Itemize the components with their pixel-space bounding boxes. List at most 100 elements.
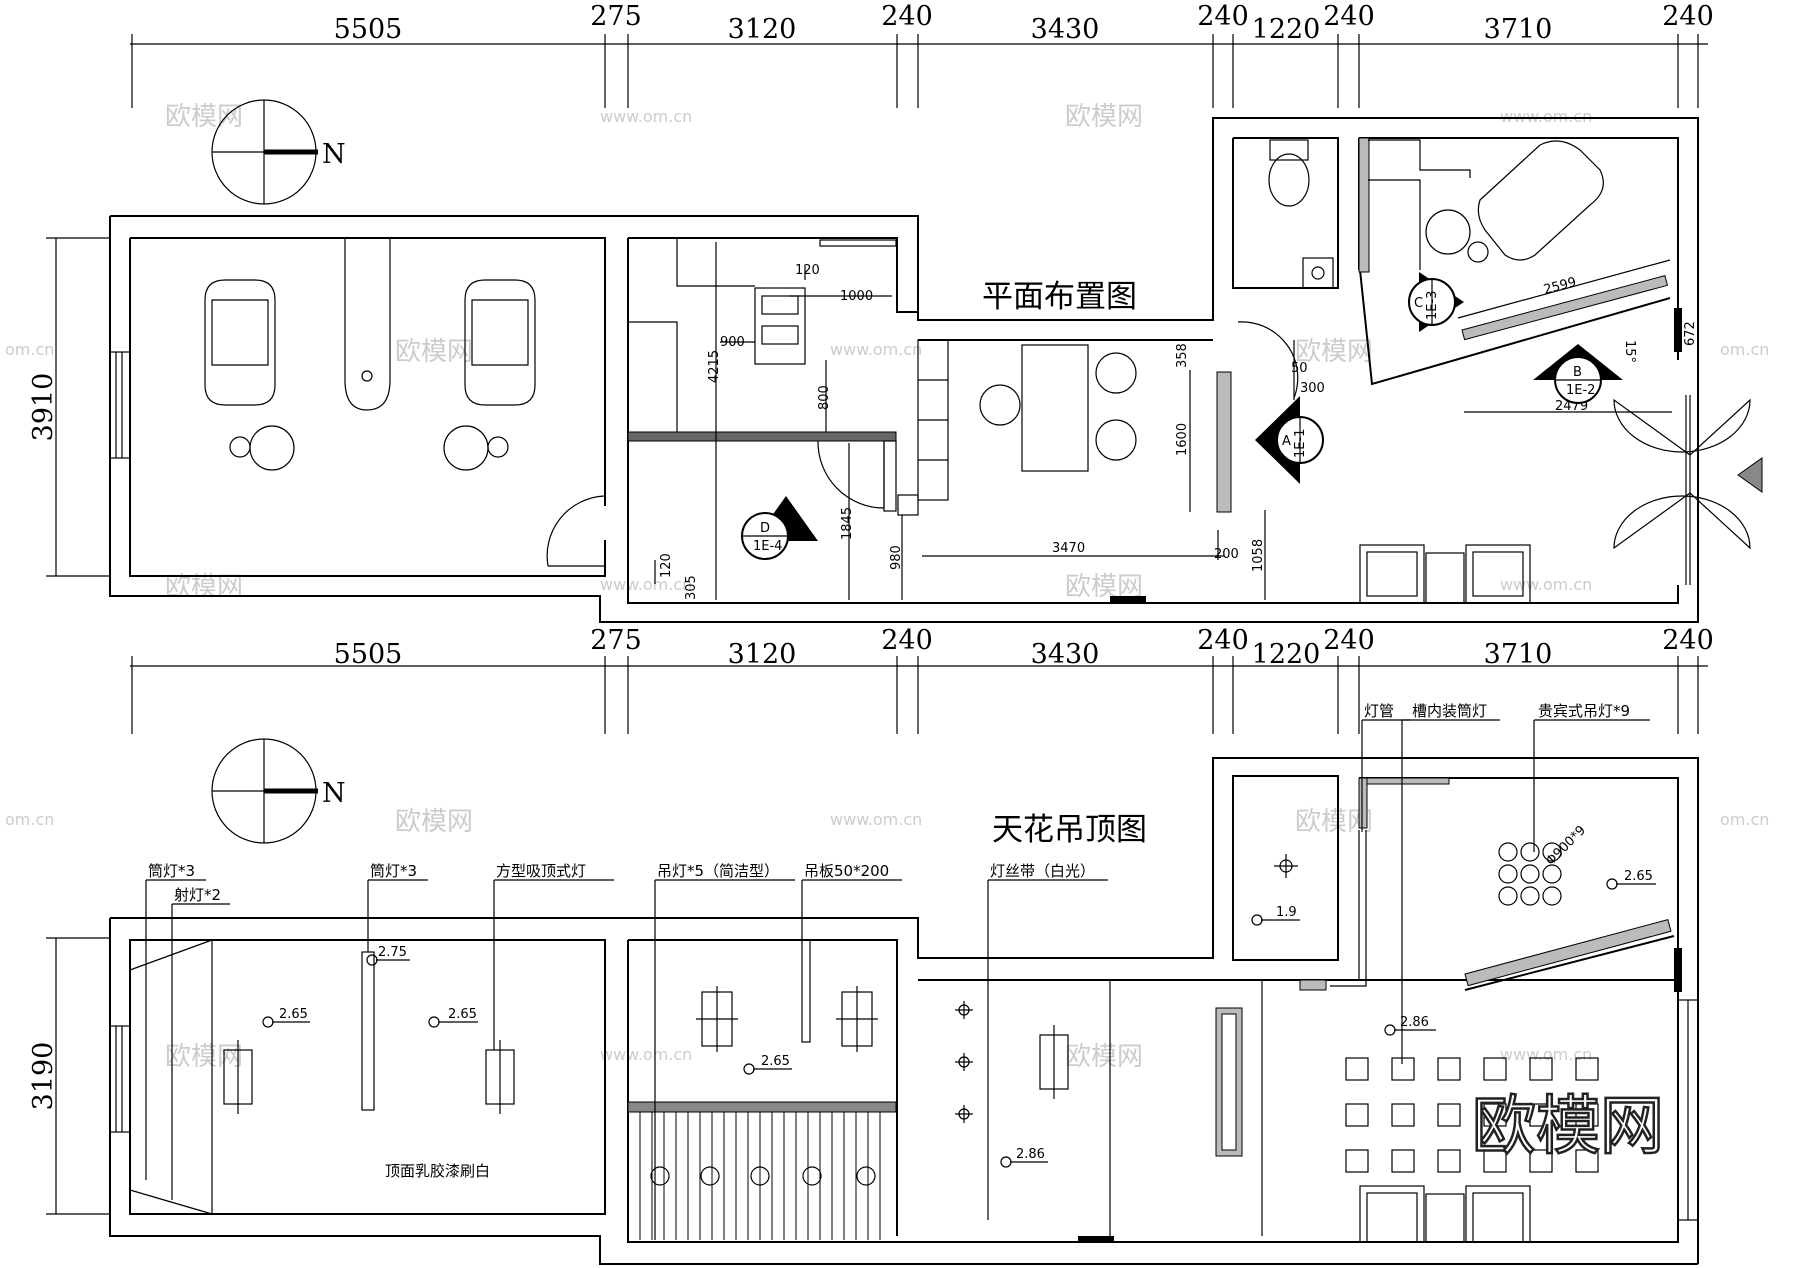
watermark-url: om.cn xyxy=(5,810,54,829)
plan-walls xyxy=(109,117,1699,623)
north-arrow: N xyxy=(211,99,346,205)
watermark-layer: 欧模网 www.om.cn 欧模网 www.om.cn om.cn 欧模网 ww… xyxy=(5,102,1769,1072)
section-marker-a: A 1E-1 xyxy=(1255,396,1324,484)
dim-label: 980 xyxy=(889,545,904,570)
dim-label: 1058 xyxy=(1251,539,1266,572)
plan-dimension-top: 5505 275 3120 240 3430 240 1220 240 3710… xyxy=(130,1,1714,108)
watermark-logo: 欧模网 xyxy=(395,807,473,837)
marker-letter: C xyxy=(1414,296,1423,311)
fixture-label: 槽内装筒灯 xyxy=(1412,702,1487,720)
ceiling-dimension-left: 3190 xyxy=(28,937,110,1215)
downlight xyxy=(955,1001,973,1123)
fixture-label: 灯丝带（白光） xyxy=(990,862,1095,880)
section-marker-c: C 1E-3 xyxy=(1408,272,1464,332)
dim-label: 275 xyxy=(590,1,642,32)
watermark-url: www.om.cn xyxy=(600,575,692,594)
watermark-url: www.om.cn xyxy=(1500,107,1592,126)
fixture-label: 灯管 xyxy=(1364,702,1394,720)
fixture-label: 吊灯*5（简洁型） xyxy=(657,862,779,880)
watermark-url: om.cn xyxy=(1720,810,1769,829)
ceiling-labels: 筒灯*3 射灯*2 筒灯*3 方型吸顶式灯 吊灯*5（简洁型） 吊板50*200… xyxy=(145,702,1650,1240)
section-marker-b: B 1E-2 xyxy=(1533,344,1623,404)
dim-label: 1220 xyxy=(1252,639,1321,670)
dim-label: 5505 xyxy=(334,14,403,45)
fixture-label: 筒灯*3 xyxy=(148,862,195,880)
dim-label: 3710 xyxy=(1484,14,1553,45)
north-arrow: N xyxy=(211,738,346,844)
watermark-logo: 欧模网 xyxy=(165,1042,243,1072)
ceiling-title: 天花吊顶图 xyxy=(992,812,1147,848)
ceiling-note: 顶面乳胶漆刷白 xyxy=(385,1162,490,1180)
marker-letter: A xyxy=(1282,434,1291,449)
dim-label: 900 xyxy=(720,335,745,350)
dim-label: 15° xyxy=(1622,340,1637,363)
dim-label: 3470 xyxy=(1052,541,1085,556)
watermark-url: www.om.cn xyxy=(1500,1045,1592,1064)
plan-annotations: 120 1000 900 4215 800 1845 980 3470 200 … xyxy=(654,242,1698,600)
fixture-label: 方型吸顶式灯 xyxy=(496,862,586,880)
dim-label: 240 xyxy=(1197,1,1249,32)
dim-label: 240 xyxy=(1662,1,1714,32)
dim-label: 3430 xyxy=(1031,639,1100,670)
height-marks: 2.65 2.75 2.65 2.65 2.86 1.9 2.65 2.86 xyxy=(262,869,1656,1168)
height-label: 2.65 xyxy=(1624,869,1653,884)
fixture-label: 贵宾式吊灯*9 xyxy=(1538,702,1630,720)
plan-dimension-left: 3910 xyxy=(28,237,110,577)
dim-label: 240 xyxy=(1662,625,1714,656)
watermark-url: www.om.cn xyxy=(1500,575,1592,594)
dim-label: 3120 xyxy=(728,14,797,45)
dim-label: 240 xyxy=(881,625,933,656)
dim-label: 358 xyxy=(1175,343,1190,368)
fixture-label: 吊板50*200 xyxy=(804,862,889,880)
dim-label: 120 xyxy=(795,263,820,278)
watermark-logo-large: 欧模网 xyxy=(1472,1090,1664,1164)
dim-label: 240 xyxy=(1323,625,1375,656)
dim-label: 1600 xyxy=(1175,423,1190,456)
marker-code: 1E-4 xyxy=(753,539,782,554)
dim-label: 1220 xyxy=(1252,14,1321,45)
dim-label: 2599 xyxy=(1542,275,1578,298)
dim-label: 200 xyxy=(1214,547,1239,562)
ceiling-details xyxy=(129,842,1599,1243)
ceiling-dimension-top: 5505 275 3120 240 3430 240 1220 240 3710… xyxy=(130,625,1714,734)
dim-label: 672 xyxy=(1683,321,1698,346)
dim-label: 1000 xyxy=(840,289,873,304)
marker-code: 1E-3 xyxy=(1425,291,1440,320)
dim-label: 4215 xyxy=(707,350,722,383)
watermark-url: www.om.cn xyxy=(600,1045,692,1064)
north-label: N xyxy=(322,778,346,809)
marker-letter: D xyxy=(760,521,770,536)
marker-letter: B xyxy=(1573,365,1582,380)
dim-label: 3430 xyxy=(1031,14,1100,45)
dim-label: 800 xyxy=(817,385,832,410)
watermark-logo: 欧模网 xyxy=(1295,337,1373,367)
height-label: 2.65 xyxy=(448,1007,477,1022)
height-label: 2.65 xyxy=(279,1007,308,1022)
watermark-logo: 欧模网 xyxy=(1065,102,1143,132)
ceiling-walls xyxy=(109,757,1699,1265)
north-label: N xyxy=(322,139,346,170)
watermark-url: www.om.cn xyxy=(600,107,692,126)
height-label: 2.65 xyxy=(761,1054,790,1069)
chandelier-size: Φ900*9 xyxy=(1543,823,1589,869)
height-label: 1.9 xyxy=(1276,905,1297,920)
watermark-url: om.cn xyxy=(5,340,54,359)
dim-label: 305 xyxy=(684,575,699,600)
height-label: 2.75 xyxy=(378,945,407,960)
marker-code: 1E-1 xyxy=(1293,429,1308,458)
height-label: 2.86 xyxy=(1400,1015,1429,1030)
watermark-logo: 欧模网 xyxy=(1065,1042,1143,1072)
dim-label: 240 xyxy=(881,1,933,32)
watermark-url: www.om.cn xyxy=(830,810,922,829)
dim-label: 300 xyxy=(1300,381,1325,396)
dim-label: 3910 xyxy=(28,373,59,442)
watermark-logo: 欧模网 xyxy=(165,102,243,132)
dim-label: 240 xyxy=(1323,1,1375,32)
watermark-url: om.cn xyxy=(1720,340,1769,359)
dim-label: 275 xyxy=(590,625,642,656)
dim-label: 120 xyxy=(659,553,674,578)
dim-label: 3190 xyxy=(28,1042,59,1111)
fixture-label: 射灯*2 xyxy=(174,886,221,904)
fixture-label: 筒灯*3 xyxy=(370,862,417,880)
